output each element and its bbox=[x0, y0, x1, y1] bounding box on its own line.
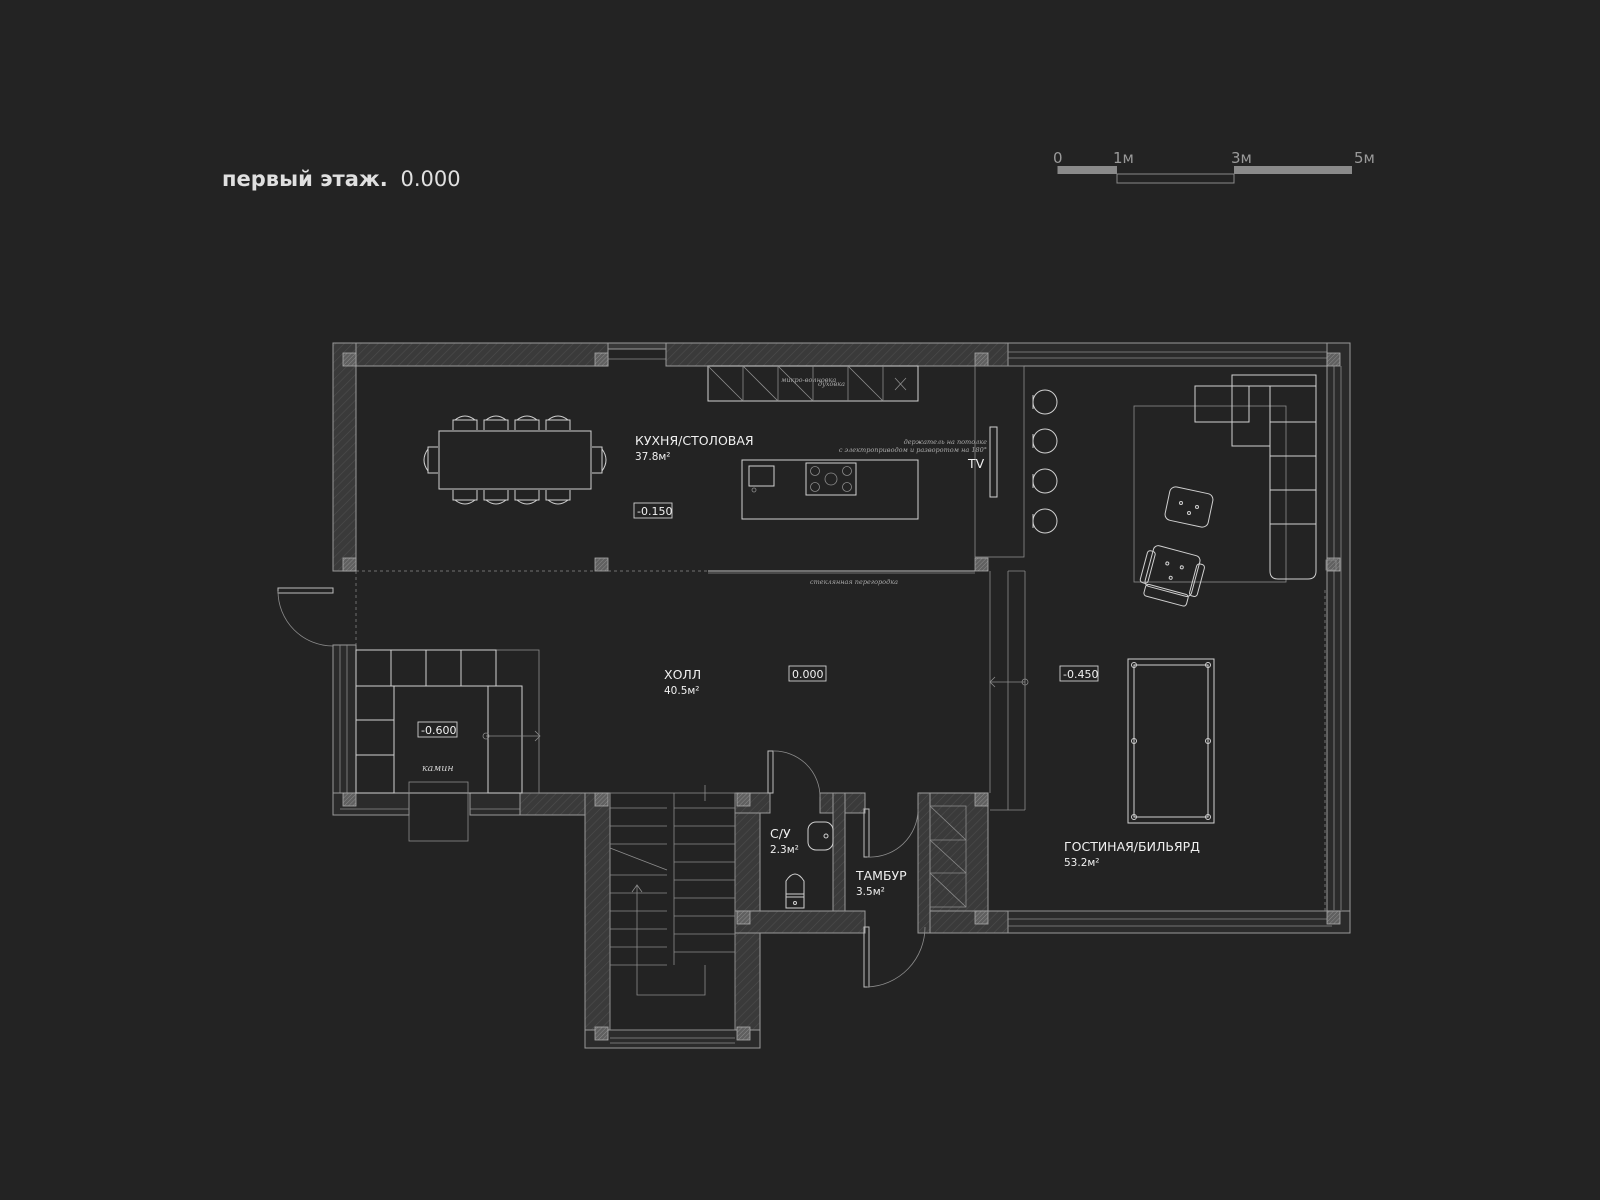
scale-segment-0-1 bbox=[1058, 166, 1117, 174]
level-marks: -0.150 0.000 -0.450 -0.600 bbox=[417, 502, 1098, 738]
room-wc-name: С/У bbox=[770, 826, 791, 841]
fireplace-icon bbox=[408, 781, 469, 842]
sofa-corner bbox=[1133, 374, 1337, 583]
structural-columns bbox=[342, 352, 1341, 1041]
interior-partitions bbox=[355, 570, 1327, 912]
microwave-label: микро-волновка bbox=[781, 376, 836, 384]
svg-text:первый этаж. 0.000: первый этаж. 0.000 bbox=[222, 167, 461, 191]
level-living: -0.450 bbox=[1063, 668, 1098, 681]
sunken-lounge bbox=[355, 649, 541, 842]
room-vestibule-name: ТАМБУР bbox=[855, 868, 907, 883]
scale-segment-3-5 bbox=[1234, 166, 1352, 174]
kitchen-cabinets: микро-волновка духовка bbox=[707, 365, 919, 402]
tv-icon bbox=[989, 426, 998, 498]
staircase bbox=[609, 785, 736, 1031]
title-level: 0.000 bbox=[400, 167, 460, 191]
room-hall-name: ХОЛЛ bbox=[664, 667, 701, 682]
kitchen-island bbox=[741, 459, 919, 520]
scale-bar: 0 1м 3м 5м bbox=[1053, 149, 1375, 184]
scale-label-3m: 3м bbox=[1231, 149, 1252, 167]
dining-table bbox=[423, 415, 607, 505]
armchair bbox=[1139, 545, 1205, 607]
scale-segment-1-3 bbox=[1116, 173, 1235, 184]
bar-stools bbox=[1032, 389, 1058, 534]
exterior-walls bbox=[332, 342, 1351, 1049]
room-kitchen-name: КУХНЯ/СТОЛОВАЯ bbox=[635, 433, 754, 448]
title-label: первый этаж. bbox=[222, 167, 388, 191]
billiard-table bbox=[1127, 658, 1215, 824]
drawing-title: первый этаж. 0.000 bbox=[222, 167, 461, 191]
sink-icon bbox=[748, 465, 775, 487]
wardrobe bbox=[929, 805, 967, 908]
room-labels: КУХНЯ/СТОЛОВАЯ 37.8м² ХОЛЛ 40.5м² ГОСТИН… bbox=[635, 433, 1200, 898]
room-living-name: ГОСТИНАЯ/БИЛЬЯРД bbox=[1064, 839, 1200, 854]
scale-label-1m: 1м bbox=[1113, 149, 1134, 167]
tv-label: TV bbox=[967, 456, 985, 471]
tv-unit: держатель на потолке с электроприводом и… bbox=[839, 365, 1025, 558]
level-hall: 0.000 bbox=[792, 668, 824, 681]
scale-label-5m: 5м bbox=[1354, 149, 1375, 167]
glass-partition-label: стеклянная перегородка bbox=[810, 578, 898, 586]
wc-fixtures bbox=[785, 821, 834, 909]
scale-label-0: 0 bbox=[1053, 149, 1063, 167]
tv-mount-note-2: с электроприводом и разворотом на 180° bbox=[839, 446, 987, 454]
fireplace-label: камин bbox=[422, 763, 454, 774]
cooktop-icon bbox=[805, 462, 857, 496]
ottoman bbox=[1164, 486, 1214, 528]
doors bbox=[277, 587, 926, 988]
level-lounge: -0.600 bbox=[421, 724, 456, 737]
room-wc-area: 2.3м² bbox=[770, 844, 799, 856]
room-hall-area: 40.5м² bbox=[664, 685, 700, 697]
room-kitchen-area: 37.8м² bbox=[635, 451, 671, 463]
level-kitchen: -0.150 bbox=[637, 505, 672, 518]
toilet-icon bbox=[785, 873, 805, 898]
room-vestibule-area: 3.5м² bbox=[856, 886, 885, 898]
room-living-area: 53.2м² bbox=[1064, 857, 1100, 869]
oven-label: духовка bbox=[818, 380, 845, 388]
washbasin-icon bbox=[807, 821, 834, 851]
tv-mount-note-1: держатель на потолке bbox=[904, 438, 988, 446]
